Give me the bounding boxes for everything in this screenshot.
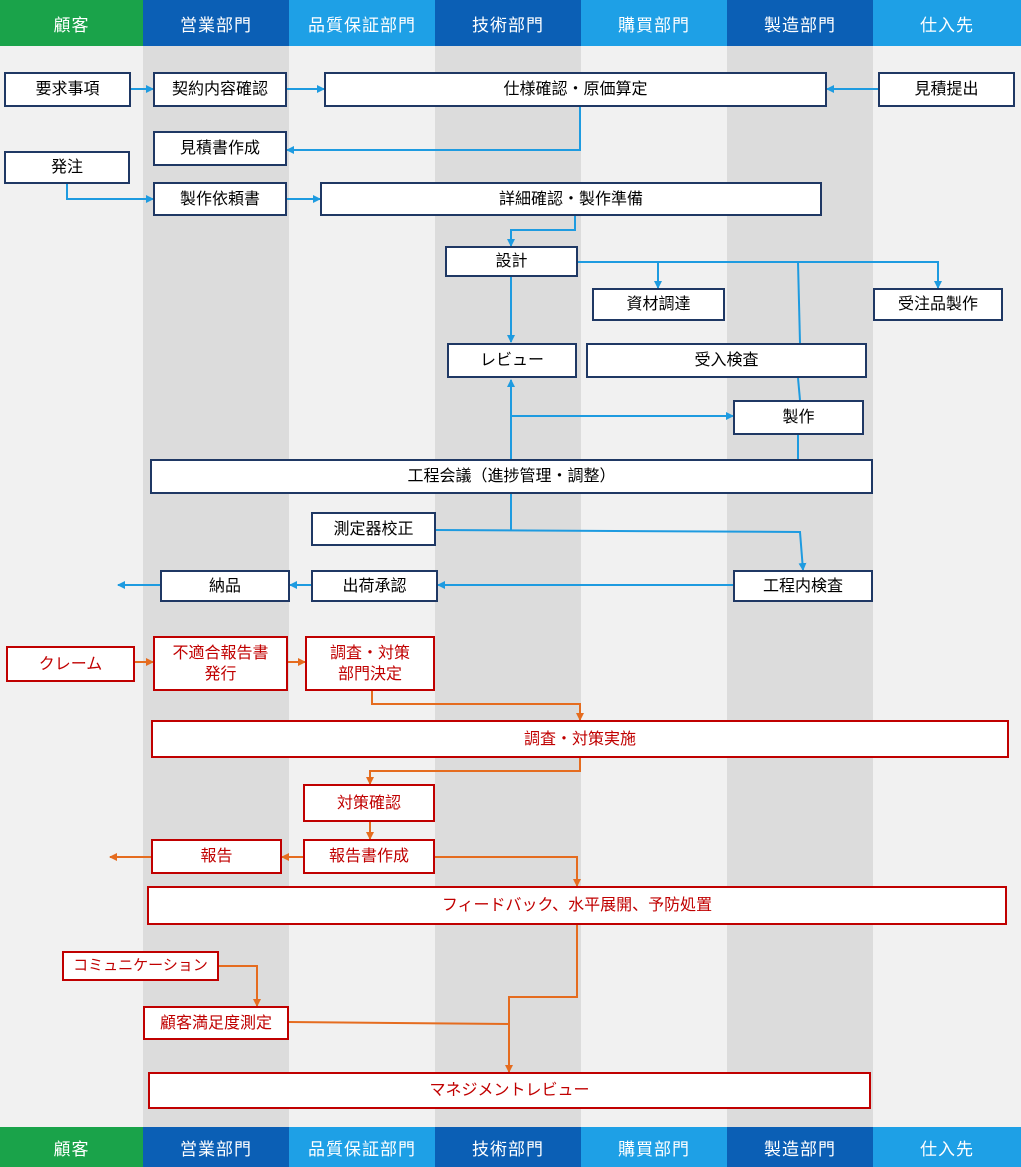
box-manufacture: 製作	[733, 400, 864, 435]
box-process-meeting: 工程会議（進捗管理・調整）	[150, 459, 873, 494]
arrow-detail-to-design	[507, 215, 576, 247]
box-feedback: フィードバック、水平展開、予防処置	[147, 886, 1007, 925]
box-quote-submit: 見積提出	[878, 72, 1015, 107]
lane-header-customer: 顧客	[0, 0, 143, 46]
lane-header-supplier: 仕入先	[873, 0, 1021, 46]
box-nonconformity-report: 不適合報告書 発行	[153, 636, 288, 691]
box-report: 報告	[151, 839, 282, 874]
box-management-review: マネジメントレビュー	[148, 1072, 871, 1109]
line-inspection-to-manufacture	[797, 377, 801, 401]
lane-bg-purchasing	[581, 46, 727, 1127]
box-receiving-inspection: 受入検査	[586, 343, 867, 378]
box-contract-check: 契約内容確認	[153, 72, 287, 107]
box-production-request: 製作依頼書	[153, 182, 287, 216]
box-outsourced: 受注品製作	[873, 288, 1003, 321]
box-quote-create: 見積書作成	[153, 131, 287, 166]
box-requirement: 要求事項	[4, 72, 131, 107]
box-shipping-approval: 出荷承認	[311, 570, 438, 602]
box-design: 設計	[445, 246, 578, 277]
box-order: 発注	[4, 151, 130, 184]
box-material: 資材調達	[592, 288, 725, 321]
box-spec-check: 仕様確認・原価算定	[324, 72, 827, 107]
lane-bg-engineering	[435, 46, 581, 1127]
arrow-investigation-to-countermeasure	[371, 690, 584, 721]
lane-footer-supplier: 仕入先	[873, 1127, 1021, 1167]
nonconformity-line-2: 発行	[204, 663, 237, 683]
lane-footer-customer: 顧客	[0, 1127, 143, 1167]
line-design-to-inspection	[797, 261, 801, 344]
lane-header-qa: 品質保証部門	[289, 0, 435, 46]
box-review: レビュー	[447, 343, 577, 378]
lane-bg-supplier	[873, 46, 1021, 1127]
arrow-report-create-to-feedback	[435, 856, 581, 887]
box-investigation-decision: 調査・対策 部門決定	[305, 636, 435, 691]
box-countermeasure-check: 対策確認	[303, 784, 435, 822]
arrow-design-to-outsourced	[578, 261, 942, 289]
lane-header-engineering: 技術部門	[435, 0, 581, 46]
box-report-create: 報告書作成	[303, 839, 435, 874]
box-calibration: 測定器校正	[311, 512, 436, 546]
lane-header-sales: 営業部門	[143, 0, 289, 46]
box-satisfaction: 顧客満足度測定	[143, 1006, 289, 1040]
lane-header-purchasing: 購買部門	[581, 0, 727, 46]
arrow-countermeasure-to-check	[366, 758, 581, 785]
lane-footer-qa: 品質保証部門	[289, 1127, 435, 1167]
nonconformity-line-1: 不適合報告書	[172, 642, 269, 662]
box-detail-check: 詳細確認・製作準備	[320, 182, 822, 216]
box-delivery: 納品	[160, 570, 290, 602]
arrow-calibration-to-in-process	[435, 529, 807, 571]
arrow-order-to-request	[66, 184, 154, 203]
line-satisfaction-to-review	[288, 1021, 510, 1025]
box-countermeasure: 調査・対策実施	[151, 720, 1009, 758]
box-in-process-inspection: 工程内検査	[733, 570, 873, 602]
box-claim: クレーム	[6, 646, 135, 682]
arrow-communication-to-satisfaction	[219, 965, 261, 1007]
lane-footer-sales: 営業部門	[143, 1127, 289, 1167]
arrow-spec-to-quote	[286, 106, 581, 154]
box-communication: コミュニケーション	[62, 951, 219, 981]
lane-header-manufacturing: 製造部門	[727, 0, 873, 46]
investigation-line-1: 調査・対策	[329, 642, 410, 662]
investigation-line-2: 部門決定	[337, 663, 402, 683]
lane-footer-engineering: 技術部門	[435, 1127, 581, 1167]
lane-footer-purchasing: 購買部門	[581, 1127, 727, 1167]
arrow-feedback-to-review	[505, 925, 578, 1073]
lane-footer-manufacturing: 製造部門	[727, 1127, 873, 1167]
